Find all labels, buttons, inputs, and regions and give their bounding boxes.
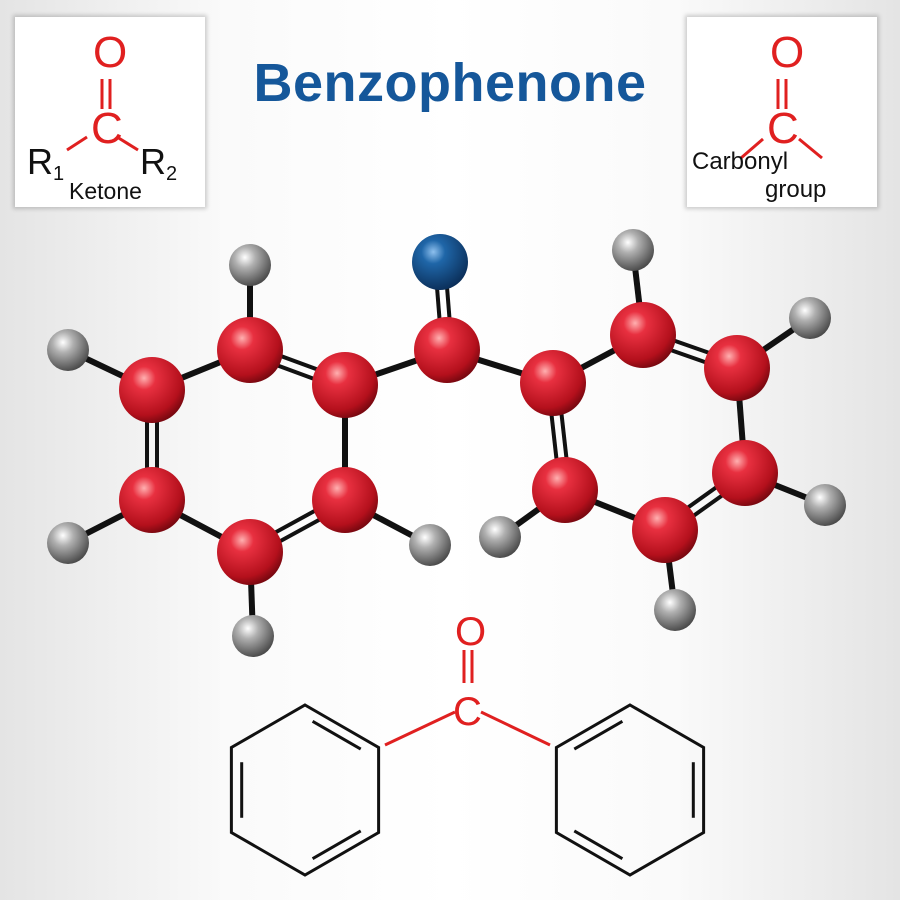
carbon-atom <box>532 457 598 523</box>
carbon-atom <box>414 317 480 383</box>
r2-label: R2 <box>140 141 177 185</box>
oxygen-atom <box>412 234 468 290</box>
carbon-atom <box>119 357 185 423</box>
hydrogen-atom <box>789 297 831 339</box>
benzene-ring <box>229 703 381 877</box>
r1-label: R1 <box>27 141 64 185</box>
hydrogen-atom <box>654 589 696 631</box>
inner-double-bond <box>311 719 362 751</box>
ketone-inset: O C R1 R2 Ketone <box>15 17 205 207</box>
carbon-atom <box>312 352 378 418</box>
carbonyl-label-line1: Carbonyl <box>692 148 788 175</box>
inner-double-bond <box>573 829 624 861</box>
carbon-atom <box>119 467 185 533</box>
carbon-atom <box>520 350 586 416</box>
carbonyl-label-line2: group <box>765 176 826 203</box>
inner-double-bond <box>573 719 624 751</box>
carbon-atom <box>632 497 698 563</box>
ketone-oxygen-label: O <box>93 28 127 77</box>
carbonyl-carbon-label: C <box>767 104 799 153</box>
hydrogen-atom <box>612 229 654 271</box>
carbon-atom <box>217 519 283 585</box>
skeletal-oxygen-label: O <box>455 610 486 654</box>
carbon-atom <box>712 440 778 506</box>
hydrogen-atom <box>409 524 451 566</box>
carbonyl-structure: O C Carbonyl group <box>692 28 826 203</box>
skeletal-carbon-label: C <box>453 690 482 734</box>
carbon-atom <box>610 302 676 368</box>
hydrogen-atom <box>232 615 274 657</box>
hydrogen-atom <box>47 522 89 564</box>
hydrogen-atom <box>47 329 89 371</box>
carbon-atom <box>312 467 378 533</box>
page-title: Benzophenone <box>253 53 647 113</box>
carbonyl-bond-left <box>740 137 764 160</box>
carbonyl-inset: O C Carbonyl group <box>687 17 877 207</box>
carbon-atom <box>704 335 770 401</box>
carbonyl-bond-right <box>798 137 823 160</box>
inner-double-bond <box>311 829 362 861</box>
carbonyl-oxygen-label: O <box>770 28 804 77</box>
ketone-structure: O C R1 R2 Ketone <box>27 28 177 204</box>
carbon-atom <box>217 317 283 383</box>
hydrogen-atom <box>229 244 271 286</box>
skeletal-bond-right <box>480 710 551 747</box>
ketone-carbon-label: C <box>91 104 123 153</box>
skeletal-bond-left <box>384 710 456 747</box>
ketone-bond-r2 <box>116 135 139 152</box>
hydrogen-atom <box>479 516 521 558</box>
ketone-label: Ketone <box>69 178 142 204</box>
benzene-ring <box>554 703 706 877</box>
ketone-bond-r1 <box>66 135 88 152</box>
hydrogen-atom <box>804 484 846 526</box>
